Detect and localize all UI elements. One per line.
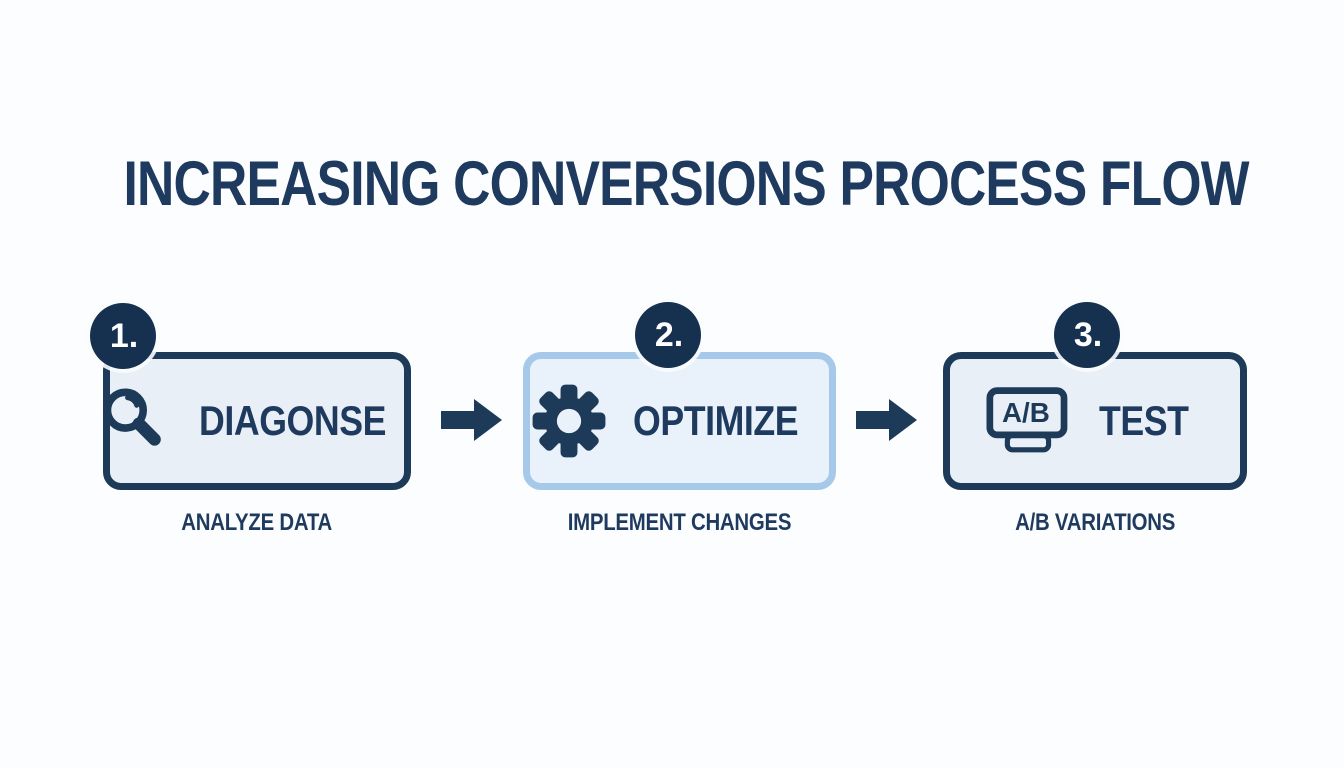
step-number-badge: 1.	[90, 303, 156, 369]
arrow-right-icon	[441, 396, 503, 444]
step-sublabel-text: ANALYZE DATA	[181, 509, 333, 536]
ab-icon-text: A/B	[1002, 397, 1050, 428]
step-number: 3.	[1073, 315, 1103, 354]
step-sublabel: ANALYZE DATA	[103, 509, 411, 537]
ab-test-monitor-icon: A/B	[985, 387, 1073, 455]
magnifier-icon	[95, 382, 173, 460]
step-box-diagnose: DIAGONSE	[103, 352, 411, 490]
gear-icon	[531, 383, 607, 459]
step-number: 2.	[654, 315, 684, 354]
step-sublabel: A/B VARIATIONS	[943, 509, 1247, 537]
step-label: OPTIMIZE	[633, 397, 799, 444]
step-box-optimize: OPTIMIZE	[523, 352, 836, 490]
step-number-badge: 3.	[1054, 302, 1120, 368]
page-title-text: INCREASING CONVERSIONS PROCESS FLOW	[123, 149, 1249, 219]
page-title: INCREASING CONVERSIONS PROCESS FLOW	[0, 148, 1344, 220]
step-sublabel-text: IMPLEMENT CHANGES	[567, 509, 792, 536]
step-number: 1.	[109, 316, 139, 355]
arrow-right-icon	[856, 396, 918, 444]
step-label: DIAGONSE	[198, 397, 387, 444]
step-label: TEST	[1099, 397, 1189, 444]
step-sublabel-text: A/B VARIATIONS	[1014, 509, 1176, 536]
step-number-badge: 2.	[635, 302, 701, 368]
step-sublabel: IMPLEMENT CHANGES	[523, 509, 836, 537]
step-box-test: A/B TEST	[943, 352, 1247, 490]
